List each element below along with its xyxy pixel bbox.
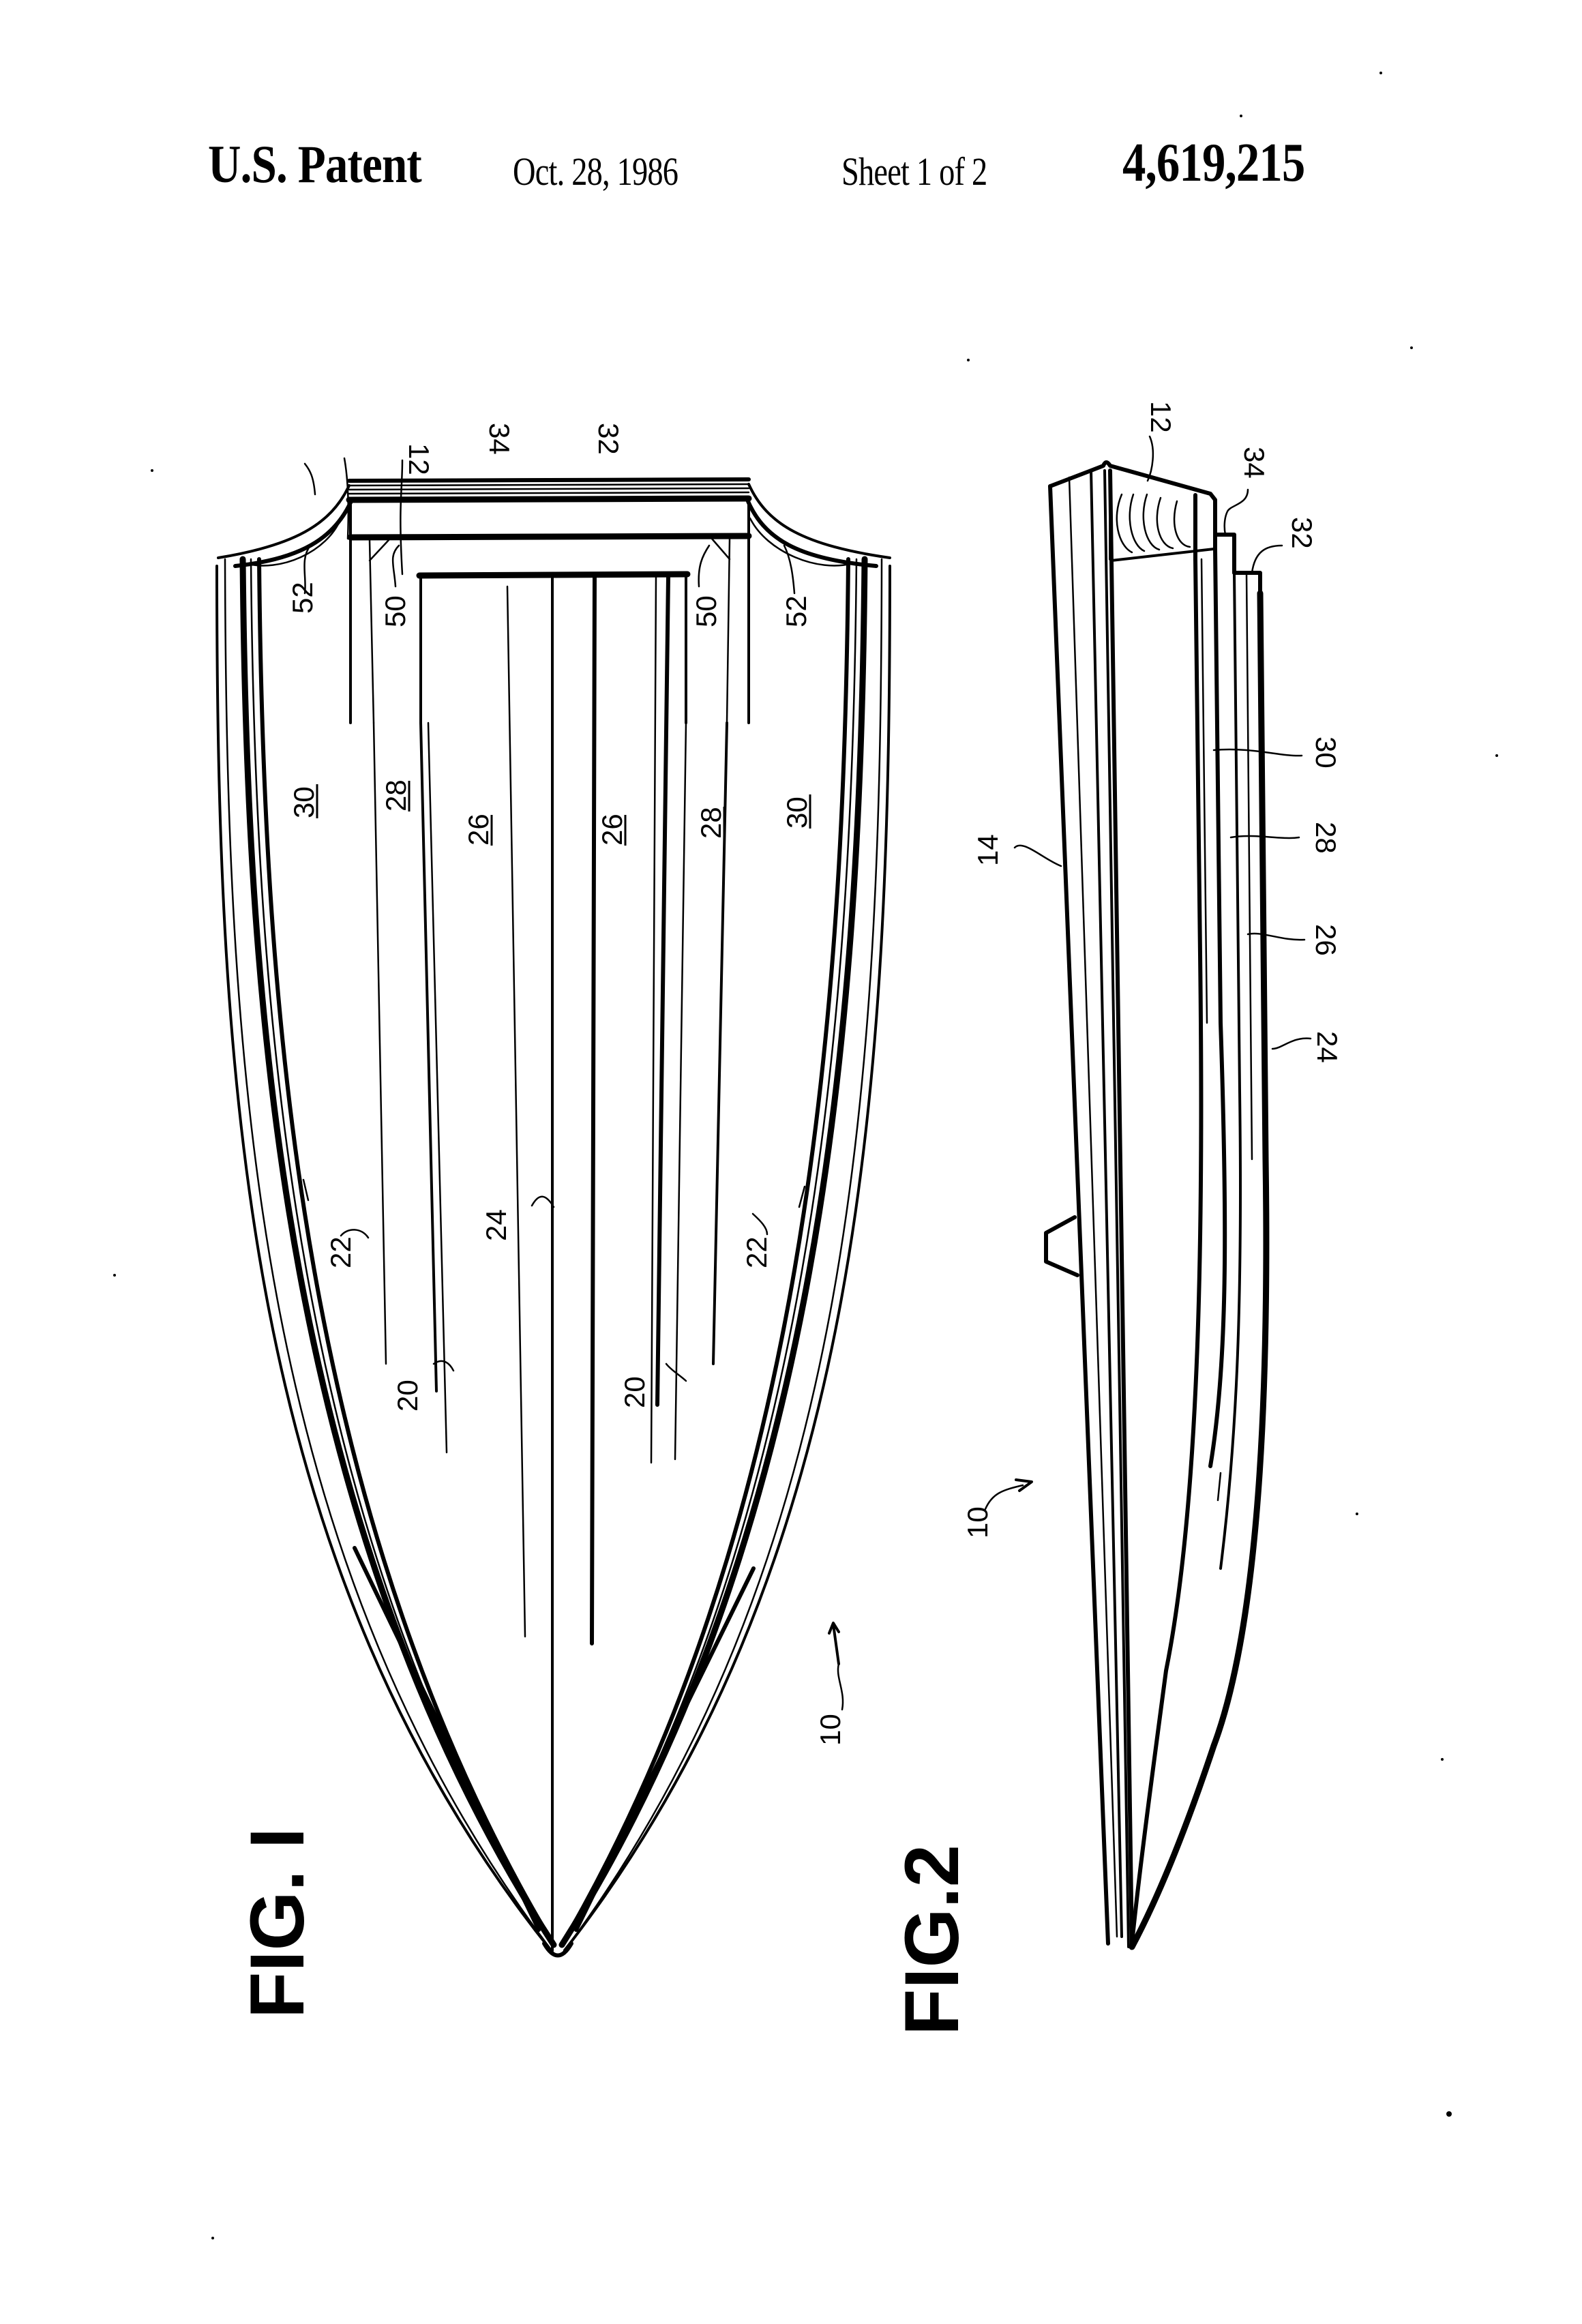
fig1-label-28-right: 28 — [695, 807, 727, 839]
fig2-transom — [1048, 460, 1262, 595]
fig2-hull-lines — [1129, 547, 1270, 1950]
fig2-label-26: 26 — [1310, 924, 1342, 956]
fig1-strakes — [372, 575, 728, 1952]
fig2-caption: FIG.2 — [889, 1845, 974, 2036]
fig2-fin — [1044, 1215, 1079, 1277]
fig1-label-24: 24 — [480, 1209, 512, 1241]
fig1-corner-left — [368, 539, 390, 562]
fig2-labels: 12 34 32 14 30 28 26 24 10 — [961, 401, 1343, 1538]
fig2-label-34: 34 — [1238, 447, 1270, 479]
fig1-transom — [346, 477, 752, 724]
fig1-label-12: 12 — [403, 443, 435, 475]
fig1-label-52-right: 52 — [780, 595, 812, 627]
fig1-label-26-left: 26 — [462, 814, 494, 846]
fig1-label-34: 34 — [483, 423, 516, 455]
fig1-label-20-left: 20 — [391, 1380, 423, 1412]
fig2-label-24: 24 — [1311, 1031, 1343, 1063]
fig2-hull-side-view: 12 34 32 14 30 28 26 24 10 FIG.2 — [889, 401, 1343, 2036]
patent-header: U.S. Patent Oct. 28, 1986 Sheet 1 of 2 4… — [0, 133, 1582, 209]
fig1-hull-bottom-view: 12 34 32 52 50 50 52 30 28 26 26 28 30 2… — [215, 423, 891, 2018]
fig1-outer-hull — [215, 556, 891, 1958]
fig2-label-32: 32 — [1286, 517, 1318, 549]
fig2-label-14: 14 — [972, 834, 1004, 866]
fig1-label-10: 10 — [814, 1714, 846, 1746]
fig2-label-30: 30 — [1310, 736, 1342, 769]
patent-number: 4,619,215 — [1122, 133, 1305, 193]
fig2-label-10: 10 — [961, 1506, 994, 1538]
fig2-label-28: 28 — [1310, 822, 1342, 854]
fig1-leaders — [303, 457, 844, 1711]
fig2-label-12: 12 — [1145, 401, 1177, 433]
patent-date: Oct. 28, 1986 — [513, 149, 678, 194]
fig1-label-22-right: 22 — [741, 1236, 773, 1268]
fig1-label-22-left: 22 — [325, 1236, 357, 1268]
sheet-indicator: Sheet 1 of 2 — [841, 149, 987, 194]
fig1-label-30-right: 30 — [781, 796, 813, 829]
fig2-sheer-lines — [1048, 468, 1134, 1949]
scan-specks — [113, 72, 1498, 2239]
fig1-caption: FIG. I — [235, 1828, 320, 2018]
fig2-leaders — [984, 435, 1312, 1510]
fig1-label-26-right: 26 — [596, 814, 628, 846]
fig1-label-50-left: 50 — [379, 595, 411, 627]
fig1-label-20-right: 20 — [618, 1376, 651, 1408]
fig1-label-32: 32 — [593, 423, 625, 455]
patent-title: U.S. Patent — [208, 134, 422, 194]
fig1-labels: 12 34 32 52 50 50 52 30 28 26 26 28 30 2… — [286, 423, 846, 1746]
fig1-label-30-left: 30 — [288, 786, 320, 818]
fig1-corner-right — [711, 537, 731, 561]
fig1-label-52-left: 52 — [286, 582, 318, 614]
fig1-label-50-right: 50 — [690, 595, 722, 627]
fig1-label-28-left: 28 — [380, 779, 412, 811]
